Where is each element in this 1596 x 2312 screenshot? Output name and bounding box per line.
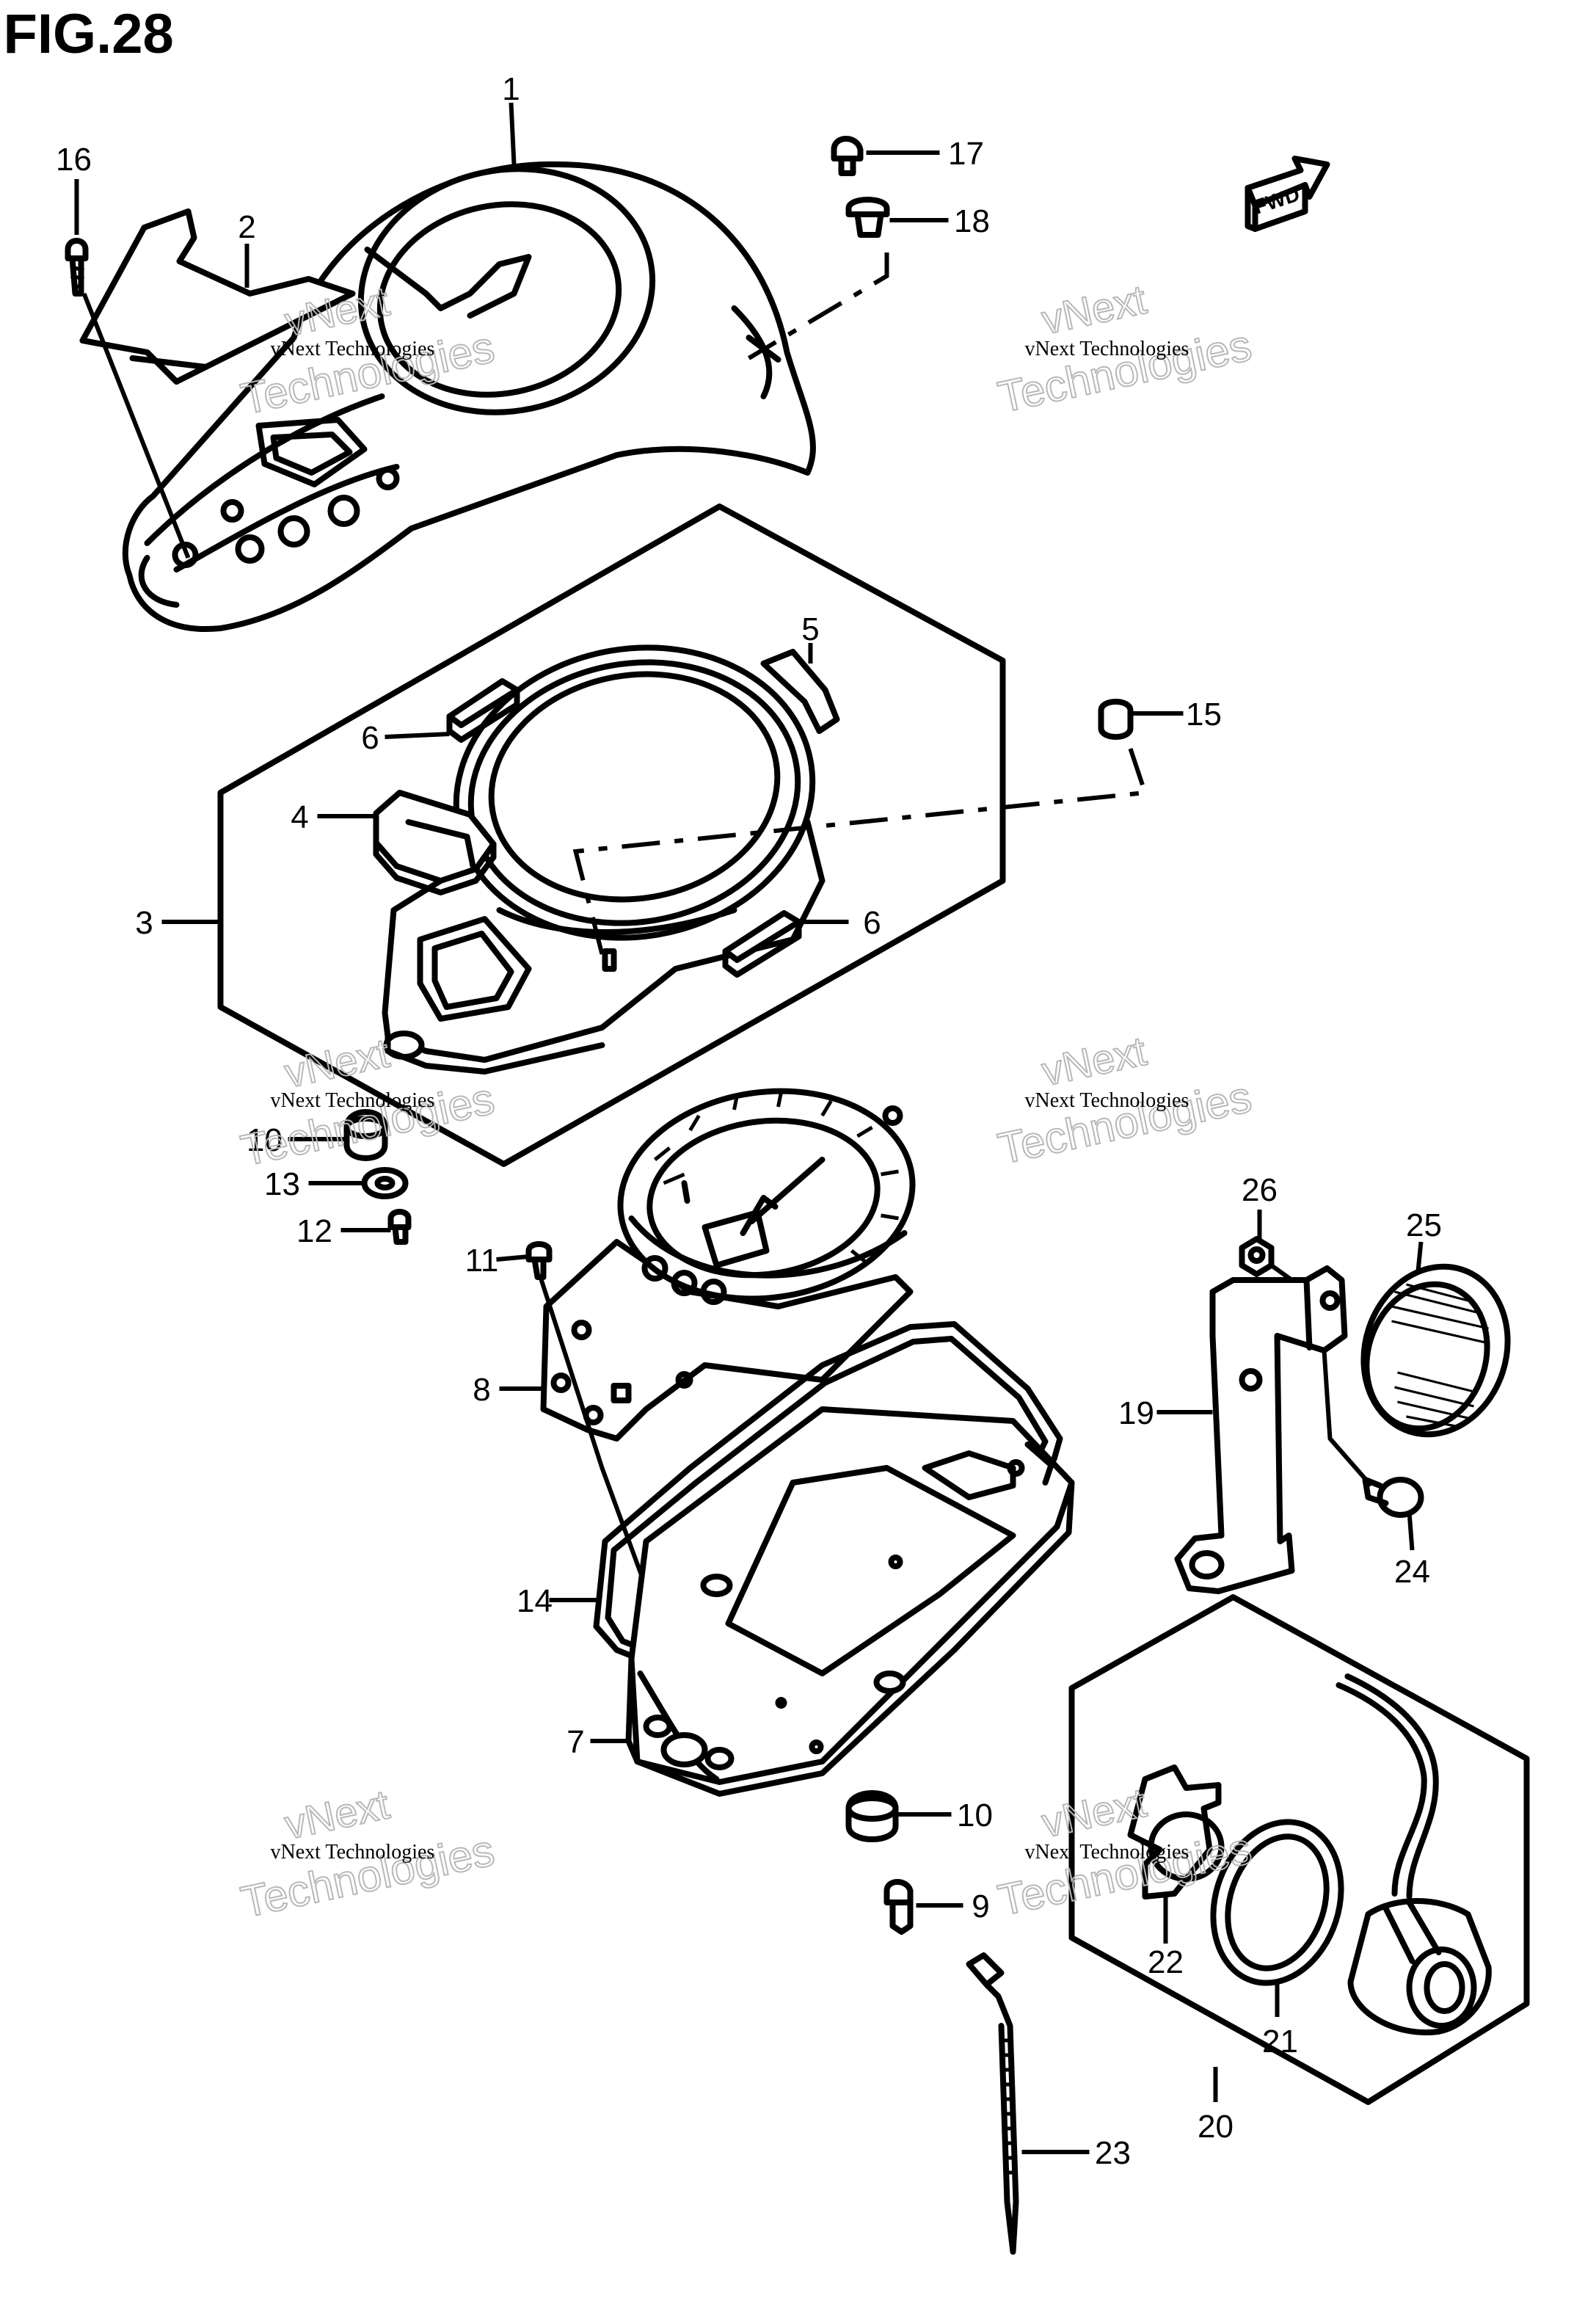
plug-part-15	[1098, 699, 1134, 740]
collar-part-18	[845, 197, 890, 238]
watermark-text-top-left: vNext Technologies	[271, 338, 435, 360]
screw-part-16	[65, 238, 89, 297]
callout-7: 7	[566, 1724, 584, 1760]
svg-text:Technologies: Technologies	[994, 1072, 1256, 1173]
screw-part-9	[883, 1879, 914, 1935]
svg-text:Technologies: Technologies	[994, 320, 1256, 421]
assembly-box-part-3	[217, 504, 1006, 1167]
callout-4: 4	[291, 799, 308, 835]
callout-24: 24	[1394, 1554, 1430, 1590]
callout-19: 19	[1118, 1395, 1154, 1431]
cable-tie-part-23	[966, 1952, 1019, 2255]
knob-part-4	[373, 790, 497, 895]
speedometer-part-8	[540, 1088, 916, 1442]
callout-1: 1	[502, 71, 520, 107]
svg-text:vNext: vNext	[281, 1781, 394, 1847]
callout-10-lower: 10	[957, 1797, 993, 1833]
callout-20: 20	[1198, 2109, 1234, 2145]
callout-23: 23	[1095, 2135, 1131, 2171]
callout-8: 8	[473, 1372, 490, 1408]
callout-16: 16	[56, 142, 92, 178]
screw-part-12	[387, 1209, 412, 1245]
callout-11: 11	[465, 1243, 499, 1279]
reflector-part-25	[1360, 1263, 1511, 1438]
svg-text:vNext: vNext	[1038, 276, 1151, 343]
nut-part-26	[1239, 1236, 1275, 1277]
assembly-box-part-20	[1068, 1594, 1530, 2105]
cushion-part-5	[760, 649, 840, 734]
callout-6-lower: 6	[863, 905, 881, 941]
callout-3: 3	[135, 905, 153, 941]
callout-17: 17	[948, 136, 984, 172]
callout-22: 22	[1148, 1944, 1184, 1980]
figure-title: FIG.28	[4, 3, 174, 65]
bolt-part-17	[831, 136, 864, 176]
callout-21: 21	[1262, 2024, 1298, 2060]
callout-25: 25	[1406, 1207, 1442, 1243]
seal-ring-part-21	[1210, 1819, 1344, 1986]
socket-holder-part-22	[1127, 1764, 1225, 1900]
callout-12: 12	[296, 1213, 332, 1249]
callout-labels: 1 2 3 4 5 6 6 7 8 9 10 10 11 12 13 14 15…	[56, 71, 1442, 2171]
cushion-part-6-upper	[446, 678, 520, 743]
watermark-text-mid-right: vNext Technologies	[1025, 1089, 1189, 1112]
fwd-arrow-icon: FWD	[1245, 156, 1330, 232]
callout-2: 2	[238, 209, 255, 245]
watermark-text-top-right: vNext Technologies	[1025, 338, 1189, 360]
meter-cover-part-1	[122, 161, 816, 632]
svg-text:vNext: vNext	[281, 1029, 394, 1096]
callout-6-upper: 6	[361, 720, 379, 756]
watermark-text-bottom-left: vNext Technologies	[271, 1841, 435, 1864]
bracket-part-19	[1174, 1265, 1348, 1594]
svg-text:vNext: vNext	[1038, 1028, 1151, 1094]
grommet-part-10-lower	[845, 1790, 899, 1842]
callout-26: 26	[1242, 1172, 1278, 1208]
leader-lines	[74, 102, 1424, 2154]
clip-part-24	[1362, 1477, 1424, 1518]
bulb-socket-part-20	[1336, 1673, 1492, 2036]
watermark-text-bottom-right: vNext Technologies	[1025, 1841, 1189, 1864]
callout-18: 18	[954, 203, 990, 239]
washer-part-13	[361, 1167, 409, 1199]
callout-9: 9	[972, 1889, 989, 1924]
grommet-part-10-left	[343, 1109, 388, 1161]
watermark-text-mid-left: vNext Technologies	[271, 1089, 435, 1112]
callout-13: 13	[264, 1166, 300, 1202]
callout-5: 5	[801, 611, 819, 647]
callout-15: 15	[1186, 697, 1222, 733]
callout-10-upper: 10	[247, 1122, 283, 1158]
meter-case-part-7	[625, 1406, 1075, 1797]
callout-14: 14	[517, 1583, 553, 1619]
screw-part-11	[525, 1241, 553, 1280]
